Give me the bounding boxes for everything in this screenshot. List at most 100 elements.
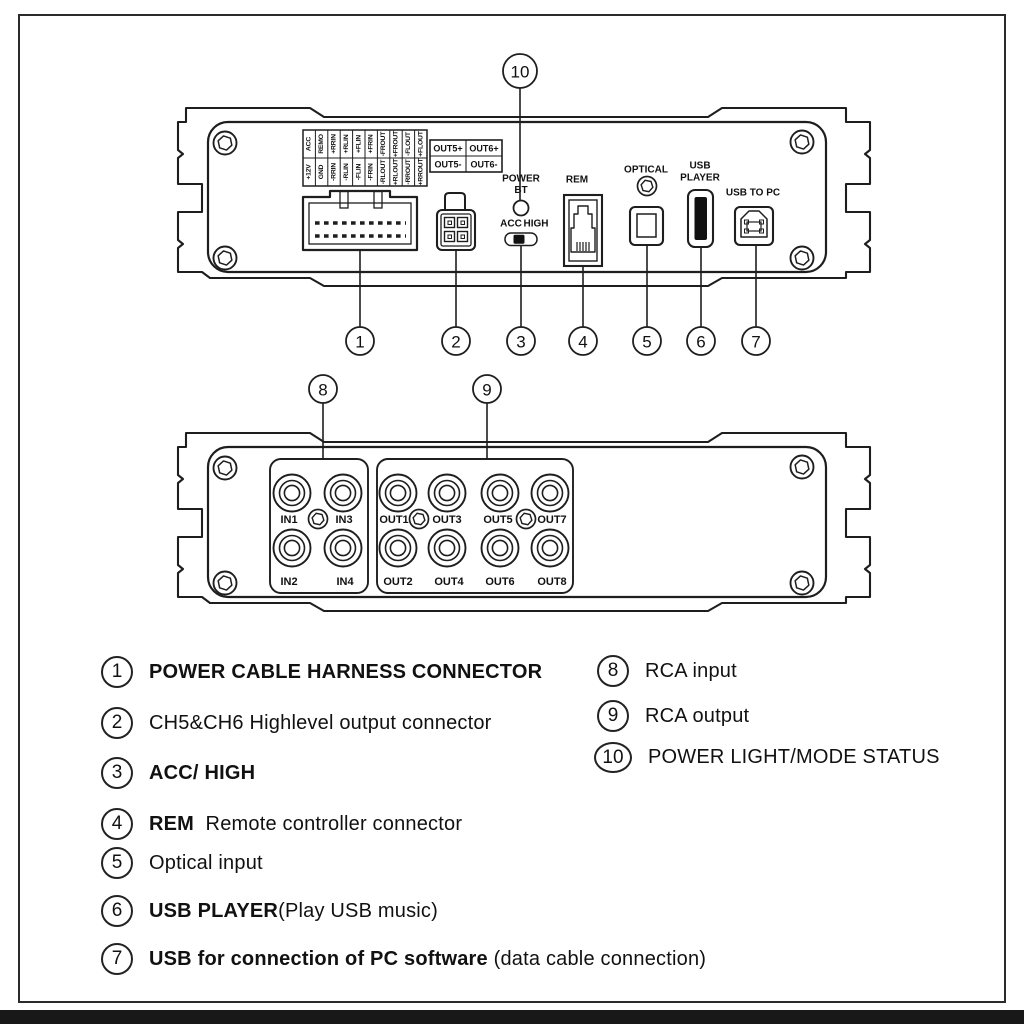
power-bt-label-line2: BT <box>514 185 527 196</box>
rca-in-group <box>269 458 369 594</box>
pin-label: -FLIN <box>355 164 362 181</box>
pin-label: -RRIN <box>331 163 338 181</box>
callout-2 <box>441 326 471 356</box>
rca-label: IN1 <box>280 514 297 526</box>
legend-item-9: 9 RCA output <box>597 700 749 732</box>
legend-number: 4 <box>101 808 133 840</box>
rca-out-group <box>376 458 574 594</box>
optical-port <box>628 205 665 247</box>
highlevel-connector <box>435 192 477 252</box>
leader-lines <box>322 88 757 459</box>
callout-10 <box>502 53 538 89</box>
bottom-scan-edge <box>0 1010 1024 1024</box>
pin-label: +RLOUT <box>393 158 400 185</box>
rca-label: OUT4 <box>434 576 464 588</box>
pin-label: -RLOUT <box>380 159 387 185</box>
rca-jack-in1 <box>272 473 312 513</box>
callout-number: 5 <box>642 333 651 352</box>
legend-number: 5 <box>101 847 133 879</box>
legend-number: 7 <box>101 943 133 975</box>
legend-item-1: 1 POWER CABLE HARNESS CONNECTOR <box>101 656 542 688</box>
usb-to-pc-label: USB TO PC <box>726 188 780 199</box>
highlevel-cell: OUT5+ <box>433 144 462 154</box>
pin-label: +FROUT <box>393 130 400 157</box>
legend-item-5: 5 Optical input <box>101 847 263 879</box>
legend-item-7: 7 USB for connection of PC software (dat… <box>101 943 706 975</box>
power-bt-label-line1: POWER <box>502 174 541 185</box>
legend-label-bold: REM <box>149 812 195 835</box>
legend-label: RCA input <box>645 659 737 682</box>
pin-label: -FRIN <box>368 163 375 180</box>
legend-item-8: 8 RCA input <box>597 655 737 687</box>
legend-label: Remote controller connector <box>194 812 463 835</box>
callout-7 <box>741 326 771 356</box>
legend-number: 9 <box>597 700 629 732</box>
callout-1 <box>345 326 375 356</box>
rem-label: REM <box>566 175 588 186</box>
pin-label: -FLOUT <box>405 131 412 156</box>
usb-slot <box>694 197 707 240</box>
optical-screw <box>636 175 658 197</box>
callout-number: 8 <box>318 381 327 400</box>
optical-label: OPTICAL <box>624 165 668 176</box>
pin-label: +FLIN <box>355 135 362 153</box>
rca-label: OUT6 <box>485 576 514 588</box>
legend-item-3: 3 ACC/ HIGH <box>101 757 255 789</box>
harness-pin-labels: ACC REMO +RRIN +RLIN +FLIN +FRIN -FROUT … <box>306 130 425 186</box>
callout-number: 2 <box>451 333 460 352</box>
harness-pin-table <box>302 129 428 187</box>
rca-label: IN2 <box>280 576 297 588</box>
callout-4 <box>568 326 598 356</box>
legend-number: 10 <box>594 742 632 773</box>
legend-label: CH5&CH6 Highlevel output connector <box>149 711 492 734</box>
callout-number: 1 <box>355 333 364 352</box>
rca-label: OUT8 <box>537 576 566 588</box>
pin-label: -RLIN <box>343 163 350 180</box>
pin-label: +RLIN <box>343 134 350 153</box>
legend-number: 1 <box>101 656 133 688</box>
legend-label: (data cable connection) <box>487 947 707 970</box>
legend-item-2: 2 CH5&CH6 Highlevel output connector <box>101 707 492 739</box>
panel-screw <box>307 508 329 530</box>
legend-label-bold: USB for connection of PC software <box>149 947 488 970</box>
legend-label: POWER LIGHT/MODE STATUS <box>648 746 940 768</box>
rem-jack <box>562 193 604 268</box>
usb-player-port <box>686 188 715 249</box>
legend-number: 2 <box>101 707 133 739</box>
highlevel-cell: OUT6- <box>471 160 498 170</box>
switch-knob <box>513 234 525 244</box>
highlevel-cell: OUT6+ <box>469 144 498 154</box>
pin-label: +FRIN <box>368 134 375 153</box>
acc-high-switch <box>504 232 538 247</box>
highlevel-pin-table <box>429 139 503 173</box>
usb-player-label-line2: PLAYER <box>680 173 720 184</box>
rca-label: OUT5 <box>483 514 512 526</box>
rca-jack-in3 <box>323 473 363 513</box>
legend-number: 3 <box>101 757 133 789</box>
rca-jack-in2 <box>272 528 312 568</box>
callout-5 <box>632 326 662 356</box>
rca-label: IN4 <box>336 576 354 588</box>
callout-9 <box>472 374 502 404</box>
highlevel-cell: OUT5- <box>435 160 462 170</box>
callout-number: 6 <box>696 333 705 352</box>
panel-screw <box>515 508 537 530</box>
callout-circles <box>308 53 771 404</box>
rca-label: IN3 <box>335 514 352 526</box>
rca-jack-out8 <box>530 528 570 568</box>
pin-label: GND <box>318 164 325 179</box>
rca-jack-out1 <box>378 473 418 513</box>
usb-player-label-line1: USB <box>689 161 710 172</box>
legend-item-4: 4 REM Remote controller connector <box>101 808 462 840</box>
callout-8 <box>308 374 338 404</box>
legend-label-bold: POWER CABLE HARNESS CONNECTOR <box>149 660 543 683</box>
pin-label: -FROUT <box>380 131 387 157</box>
legend-label: Optical input <box>149 851 263 874</box>
switch-label-high: HIGH <box>524 219 549 230</box>
rca-jack-out5 <box>480 473 520 513</box>
rca-jack-out2 <box>378 528 418 568</box>
legend-label-bold: ACC/ HIGH <box>149 761 256 784</box>
legend-item-6: 6 USB PLAYER(Play USB music) <box>101 895 438 927</box>
